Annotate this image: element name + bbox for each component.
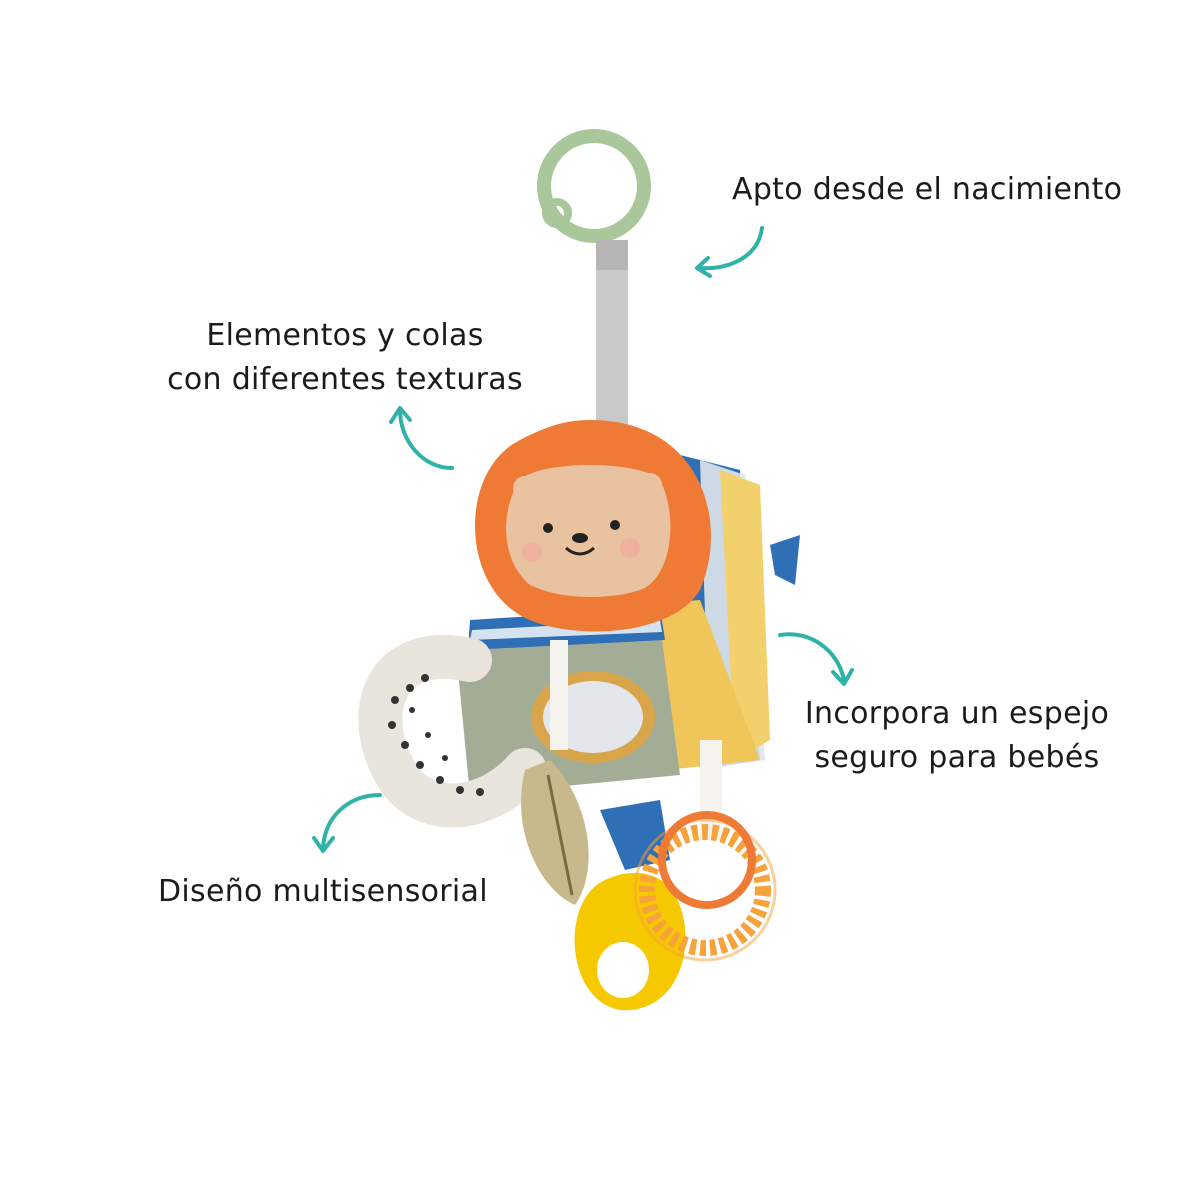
arrow-multi-head [312, 836, 335, 853]
callout-multisensory: Diseño multisensorial [158, 870, 488, 914]
arrow-textures [398, 408, 454, 470]
callout-textures-line2: con diferentes texturas [167, 362, 523, 397]
callout-textures: Elementos y colas con diferentes textura… [160, 314, 530, 402]
callout-mirror: Incorpora un espejo seguro para bebés [792, 692, 1122, 780]
callout-birth: Apto desde el nacimiento [732, 168, 1122, 212]
callout-textures-line1: Elementos y colas [206, 318, 484, 353]
arrow-multi [321, 793, 382, 850]
arrow-birth [696, 226, 764, 271]
arrow-textures-head [389, 406, 412, 424]
arrow-mirror [778, 632, 846, 682]
callout-multisensory-text: Diseño multisensorial [158, 874, 488, 909]
callout-birth-text: Apto desde el nacimiento [732, 172, 1123, 207]
callout-mirror-line2: seguro para bebés [814, 740, 1100, 775]
callout-mirror-line1: Incorpora un espejo [804, 696, 1110, 731]
arrow-birth-head [695, 256, 712, 278]
arrow-mirror-head [831, 668, 854, 686]
